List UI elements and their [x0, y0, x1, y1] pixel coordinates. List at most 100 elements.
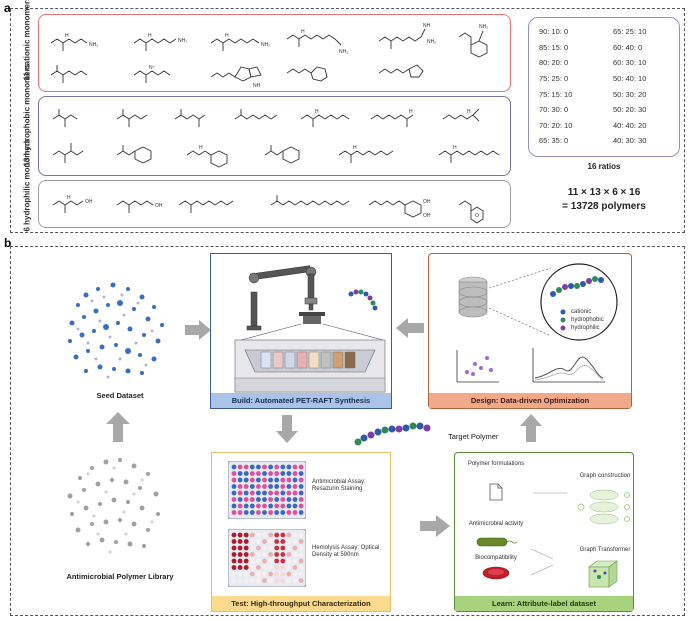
well [268, 464, 273, 470]
well [298, 503, 304, 509]
well [262, 545, 267, 551]
well [292, 490, 298, 496]
well [286, 497, 292, 502]
well [237, 539, 243, 544]
svg-text:NH₂: NH₂ [339, 49, 348, 55]
well [298, 545, 304, 551]
seed-dataset-label: Seed Dataset [96, 391, 144, 400]
well [292, 539, 298, 544]
well [256, 552, 261, 557]
robot-platform-illustration [234, 265, 386, 393]
well [262, 503, 267, 509]
well [256, 477, 261, 483]
well [298, 484, 304, 489]
design-box: cationic hydrophobic hydrophilic Design:… [428, 253, 632, 409]
hydrophilic-group-label: 6 hydrophilic monomers [22, 138, 32, 232]
well [243, 571, 249, 577]
well [298, 497, 304, 502]
well [280, 510, 286, 515]
well [243, 578, 249, 583]
well [286, 552, 292, 557]
well [231, 558, 237, 564]
svg-text:H: H [315, 109, 319, 115]
well [249, 578, 255, 583]
design-caption: Design: Data-driven Optimization [429, 393, 631, 408]
formula-line-1: 11 × 13 × 6 × 16 [567, 187, 641, 198]
svg-text:H: H [199, 145, 203, 151]
well [286, 503, 292, 509]
well [237, 510, 243, 515]
ratio-item: 90: 10: 0 [539, 27, 569, 37]
well [237, 477, 243, 483]
well [298, 510, 304, 515]
svg-text:H: H [148, 33, 152, 39]
svg-text:NH₂: NH₂ [427, 39, 436, 45]
well [256, 464, 261, 470]
well [256, 510, 261, 515]
test-box: Antimicrobial Assay: Resazurin Staining … [211, 452, 391, 612]
well [280, 477, 286, 483]
panel-b-label: b [4, 236, 12, 250]
well [298, 477, 304, 483]
svg-text:H: H [67, 195, 71, 201]
ratio-item: 50: 30: 20 [613, 89, 647, 99]
well [292, 471, 298, 476]
well [256, 571, 261, 577]
legend-hydrophilic: hydrophilic [571, 325, 600, 331]
well [274, 578, 280, 583]
ratios-caption: 16 ratios [587, 162, 621, 171]
ratio-item: 50: 20: 30 [613, 105, 647, 115]
svg-text:H: H [301, 29, 305, 35]
ratio-item: 50: 40: 10 [613, 74, 647, 84]
learn-box: Polymer formulations Antimicrobial activ… [454, 452, 634, 612]
well [249, 558, 255, 564]
ratio-item: 60: 30: 10 [613, 58, 647, 68]
well [286, 464, 292, 470]
ratio-item: 40: 40: 20 [613, 120, 647, 130]
well [286, 545, 292, 551]
graph-construction-label: Graph construction [579, 473, 631, 479]
well [237, 565, 243, 570]
well [286, 558, 292, 564]
well [286, 565, 292, 570]
well [243, 477, 249, 483]
bacterium-icon [476, 537, 517, 547]
well [249, 490, 255, 496]
well [231, 503, 237, 509]
well [243, 484, 249, 489]
well [231, 490, 237, 496]
well [298, 578, 304, 583]
well [286, 571, 292, 577]
well [262, 477, 267, 483]
legend-hydrophobic: hydrophobic [571, 317, 604, 323]
svg-text:NH: NH [253, 83, 261, 89]
well [243, 510, 249, 515]
well [262, 578, 267, 583]
well [231, 565, 237, 570]
well [274, 510, 280, 515]
svg-text:N⁺: N⁺ [149, 65, 156, 71]
well [274, 545, 280, 551]
svg-text:H: H [353, 145, 357, 151]
panel-a-label: a [4, 1, 11, 15]
well [231, 532, 237, 538]
well [262, 510, 267, 515]
svg-text:H: H [225, 33, 229, 39]
well [231, 477, 237, 483]
well [256, 503, 261, 509]
ratio-item: 65: 25: 10 [613, 27, 647, 37]
well [262, 565, 267, 570]
formula-line-2: = 13728 polymers [562, 201, 646, 212]
seed-dataset-scatter [58, 275, 178, 385]
well [280, 532, 286, 538]
target-polymer-chain [354, 422, 431, 446]
well [249, 565, 255, 570]
well [298, 539, 304, 544]
svg-text:OH: OH [155, 203, 163, 209]
well [243, 497, 249, 502]
learn-flow-lines [530, 492, 567, 576]
down-arrow-icon [276, 415, 298, 443]
well [274, 552, 280, 557]
well [237, 578, 243, 583]
build-box: Build: Automated PET-RAFT Synthesis [210, 253, 392, 409]
